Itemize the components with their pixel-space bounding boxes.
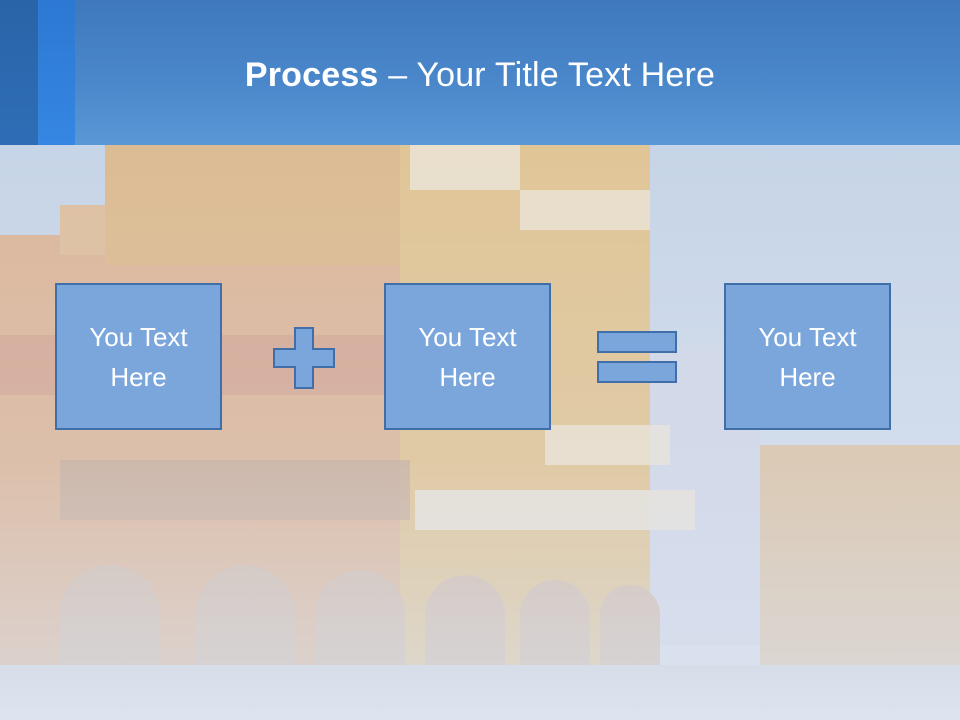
header-accent-strip-dark	[0, 0, 38, 145]
equals-icon[interactable]	[597, 330, 677, 386]
slide-title-rest: – Your Title Text Here	[378, 56, 716, 94]
photo-fade-overlay	[0, 145, 960, 720]
background-photo	[0, 145, 960, 720]
process-box-3[interactable]: You Text Here	[724, 283, 891, 430]
slide-title-bold: Process	[244, 56, 379, 94]
process-box-2[interactable]: You Text Here	[384, 283, 551, 430]
slide-title[interactable]: Process – Your Title Text Here	[0, 52, 960, 98]
header-accent-strip-light	[38, 0, 75, 145]
process-box-1-label: You Text Here	[89, 321, 188, 392]
process-box-3-label: You Text Here	[758, 321, 857, 392]
title-banner: Process – Your Title Text Here	[0, 0, 960, 145]
process-box-2-label: You Text Here	[418, 321, 517, 392]
process-box-1[interactable]: You Text Here	[55, 283, 222, 430]
plus-icon[interactable]	[273, 327, 335, 389]
